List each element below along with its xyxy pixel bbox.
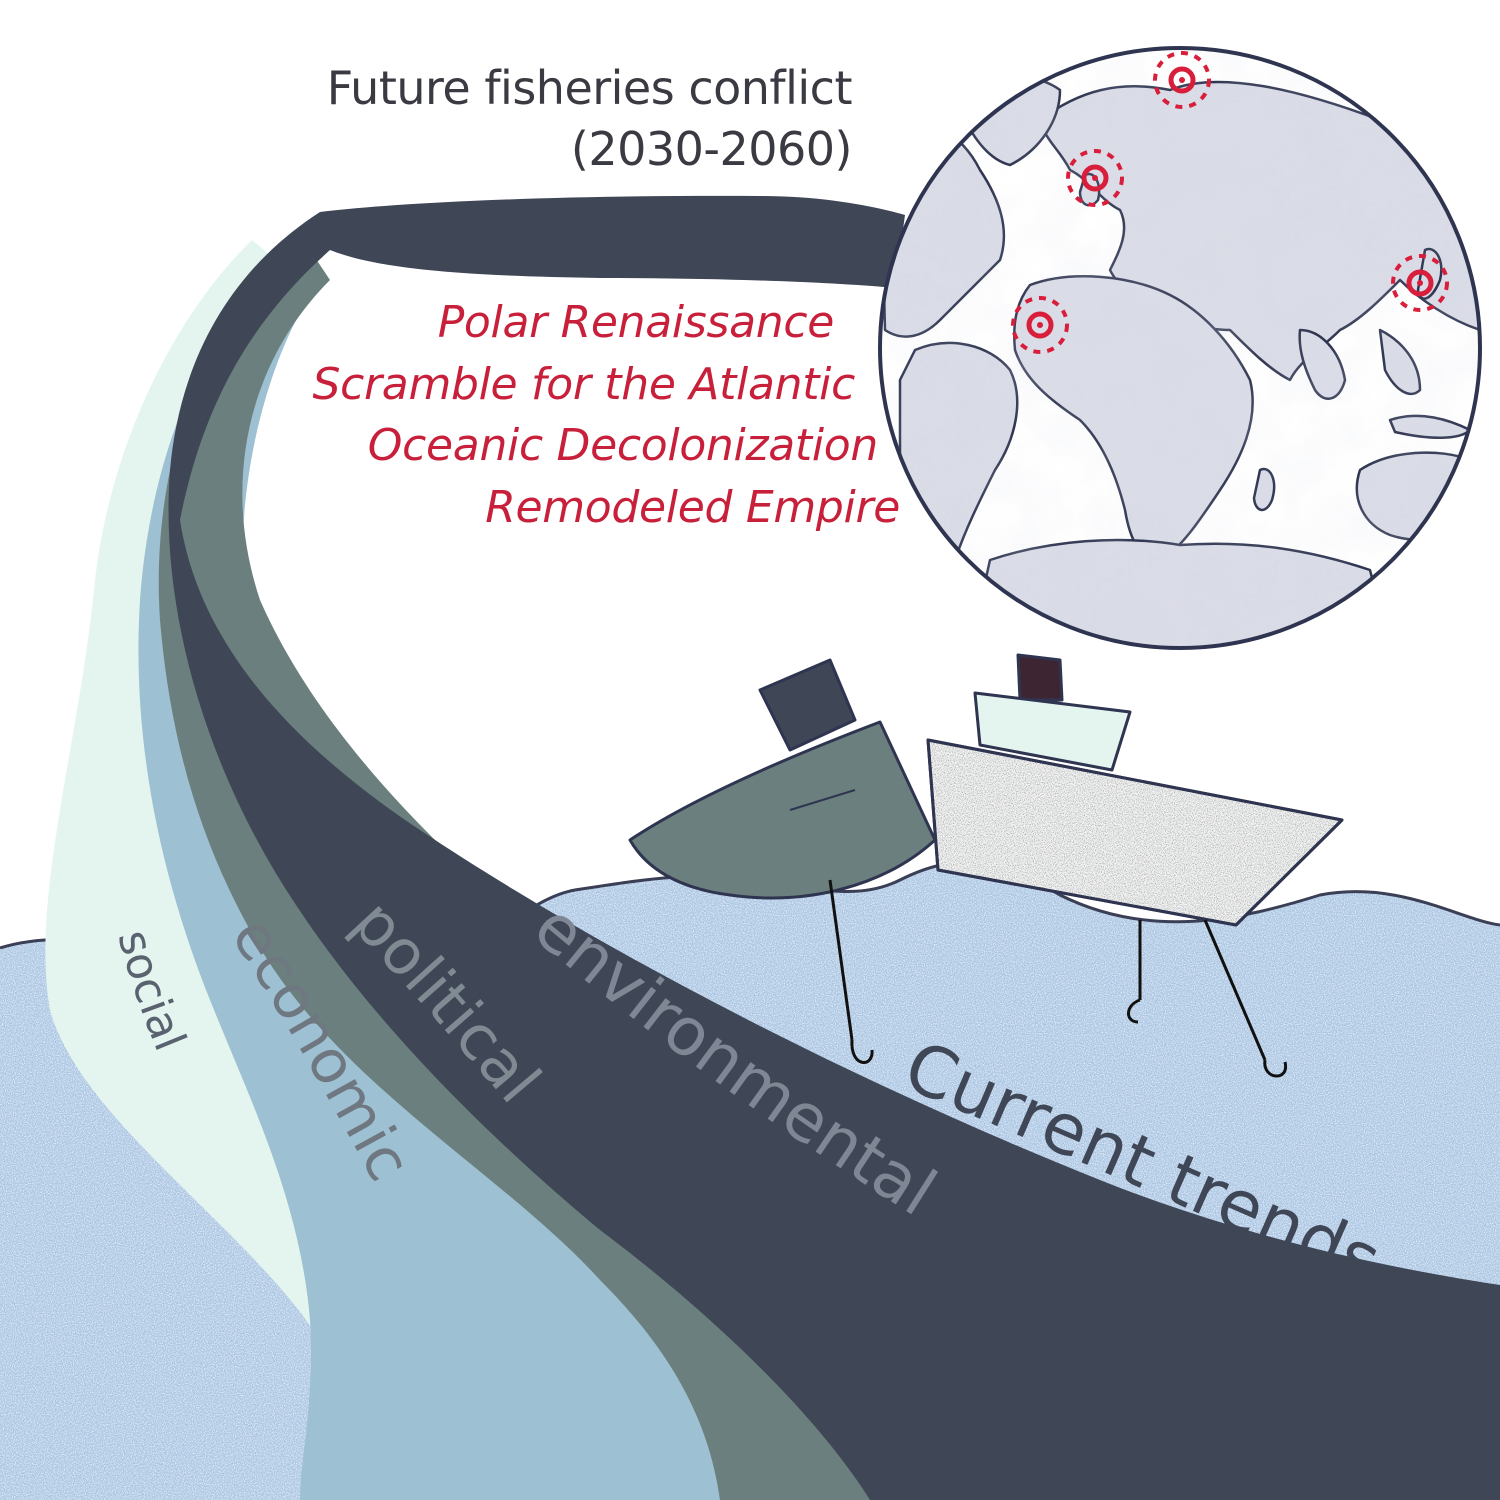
economic-band — [138, 250, 901, 1500]
scenario-item: Oceanic Decolonization — [367, 420, 879, 472]
scenario-item: Scramble for the Atlantic — [312, 358, 855, 410]
hotspot-marker-north-atlantic — [1066, 149, 1124, 207]
social-band — [45, 240, 901, 1500]
environmental-band — [168, 195, 1500, 1500]
scenario-list: Polar Renaissance Scramble for the Atlan… — [312, 292, 900, 538]
left-boat — [628, 658, 937, 900]
trend-bands — [45, 195, 1500, 1500]
title-line-1: Future fisheries conflict — [326, 61, 853, 115]
conflict-hotspot-markers — [1011, 51, 1449, 354]
world-map-globe-icon — [878, 46, 1482, 650]
hotspot-marker-arctic — [1153, 51, 1211, 109]
scenario-item: Polar Renaissance — [437, 297, 835, 348]
title-line-2: (2030-2060) — [570, 121, 853, 176]
fishing-lines — [828, 879, 1288, 1078]
hotspot-marker-east-asia — [1391, 254, 1449, 312]
scenario-item: Remodeled Empire — [485, 481, 900, 533]
figure-title: Future fisheries conflict (2030-2060) — [326, 58, 853, 179]
hotspot-marker-west-africa — [1011, 296, 1069, 354]
